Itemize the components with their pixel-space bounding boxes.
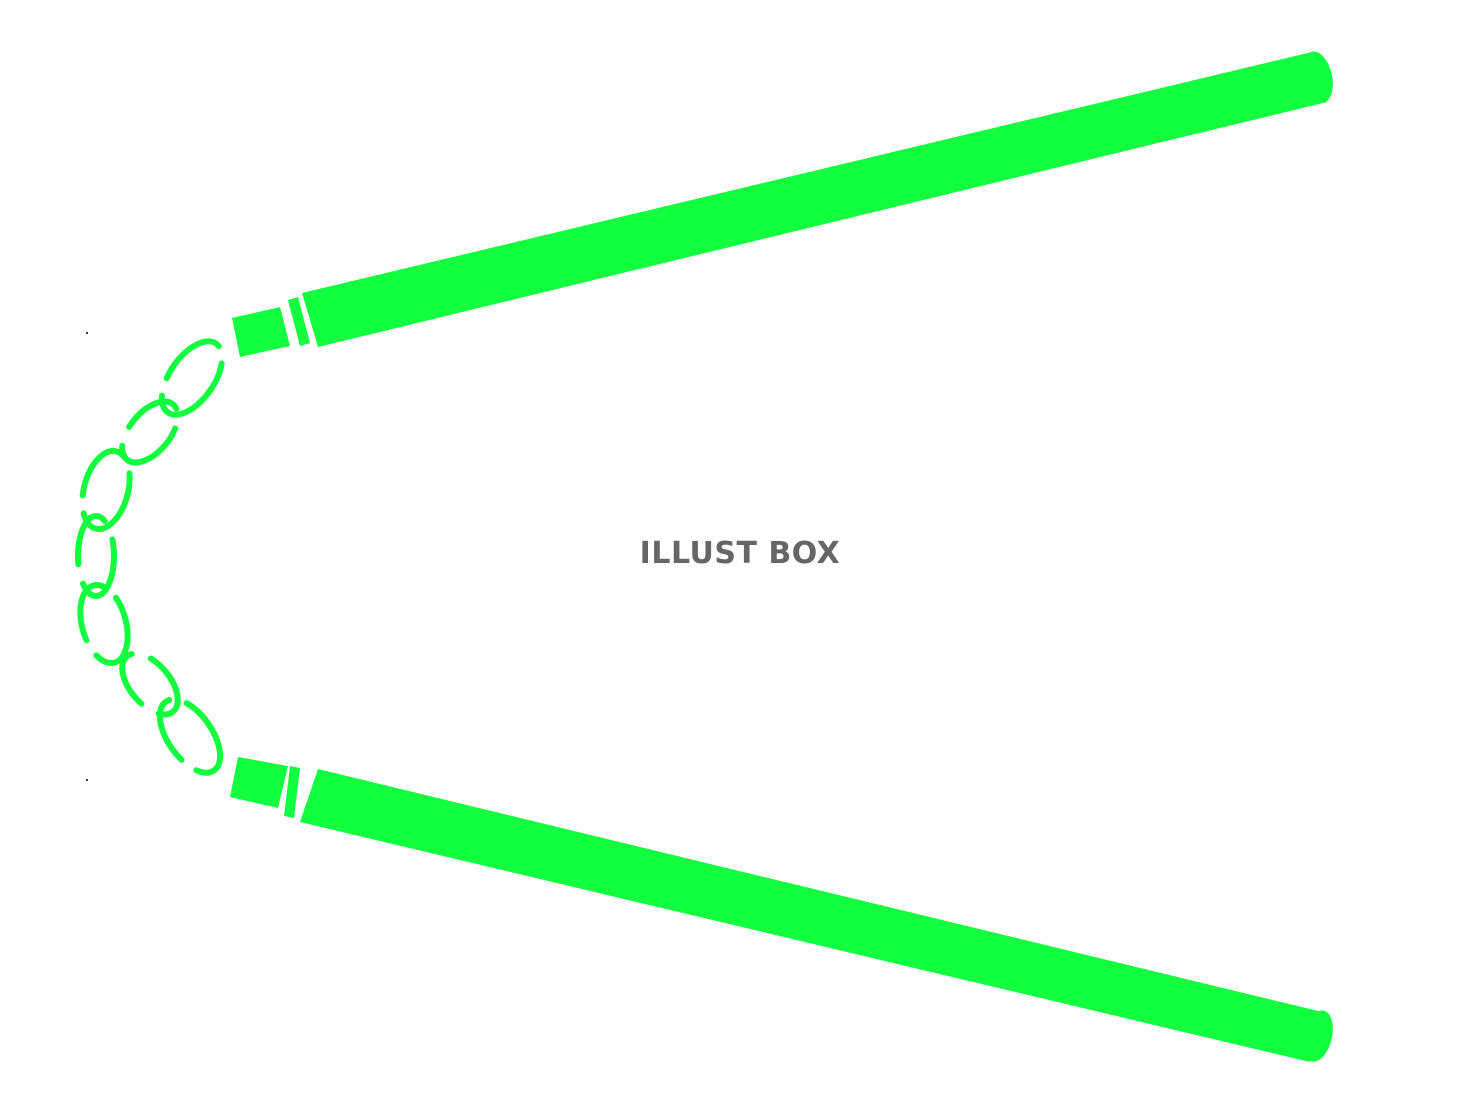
lower-stick-ring xyxy=(284,766,300,818)
upper-stick-body xyxy=(302,52,1327,347)
chain-link xyxy=(79,447,133,533)
lower-stick-body xyxy=(300,769,1318,1062)
upper-stick-ring xyxy=(288,297,310,346)
chain-link xyxy=(77,581,131,667)
upper-stick-end-cap xyxy=(1303,51,1333,103)
chain-link xyxy=(156,696,224,776)
lower-stick xyxy=(230,757,1333,1062)
lower-stick-ferrule xyxy=(230,757,288,808)
upper-stick xyxy=(232,51,1333,357)
lower-stick-end-cap xyxy=(1303,1010,1333,1062)
chain-link xyxy=(75,513,117,599)
stray-dot xyxy=(86,332,88,334)
chain-link xyxy=(119,398,181,466)
chain xyxy=(75,338,226,776)
watermark-text: ILLUST BOX xyxy=(639,536,841,571)
upper-stick-ferrule xyxy=(232,307,290,357)
chain-link xyxy=(119,650,181,718)
stray-dot xyxy=(86,779,88,781)
chain-link xyxy=(158,338,226,418)
